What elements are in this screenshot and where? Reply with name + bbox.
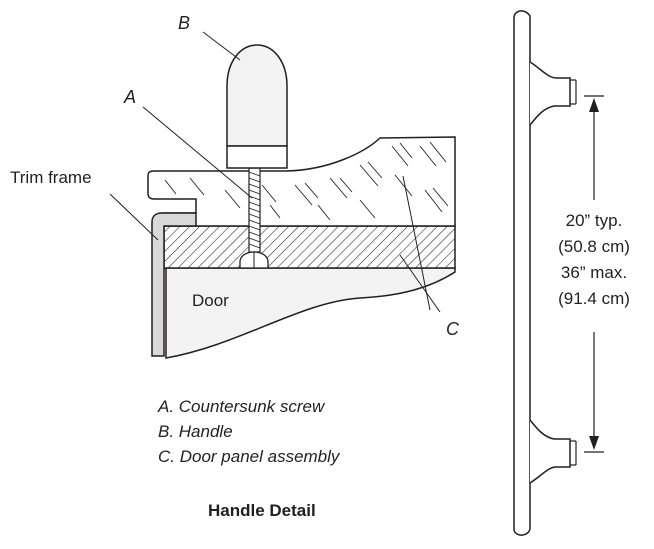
handle-knob <box>226 44 288 169</box>
door-body <box>165 267 456 359</box>
legend-item-b: B. Handle <box>158 422 233 441</box>
dimension-typical: 20” typ. <box>565 211 623 230</box>
dimension-typical-metric: (50.8 cm) <box>558 237 630 256</box>
legend-item-c: C. Door panel assembly <box>158 447 340 466</box>
trim-frame <box>151 212 197 357</box>
label-door: Door <box>192 291 229 310</box>
label-trim-frame: Trim frame <box>10 168 92 187</box>
figure-caption: Handle Detail <box>208 501 316 520</box>
side-handle-bar <box>513 10 577 536</box>
legend-item-a: A. Countersunk screw <box>158 397 325 416</box>
label-b: B <box>178 13 191 33</box>
dimension-maximum-metric: (91.4 cm) <box>558 289 630 308</box>
countersunk-screw <box>239 167 269 269</box>
label-c: C <box>446 319 459 339</box>
dimension-maximum: 36” max. <box>560 263 628 282</box>
leader-lines <box>109 31 441 313</box>
dimension-line <box>584 95 604 453</box>
glass-panel <box>147 136 456 227</box>
door-panel-hatched-strip <box>163 225 456 269</box>
label-a: A <box>124 87 137 107</box>
